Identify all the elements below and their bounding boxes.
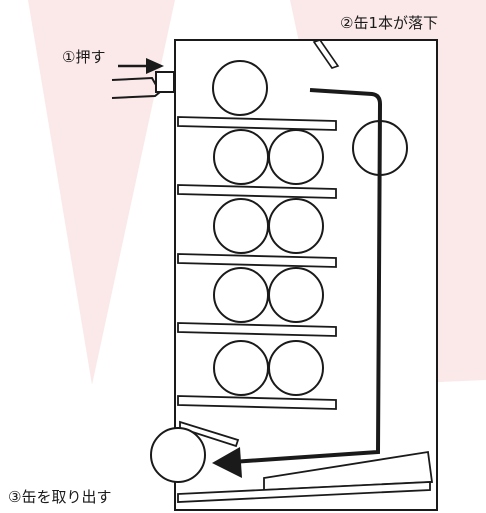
label-drop: ②缶1本が落下 [340, 14, 438, 32]
shelf-5 [177, 395, 337, 410]
can [268, 198, 324, 254]
can [213, 267, 269, 323]
shelves [177, 116, 337, 410]
drop-path-arrow [212, 88, 383, 478]
can [268, 129, 324, 185]
shelf-2 [177, 184, 337, 199]
can-stack [213, 129, 324, 396]
can [213, 340, 269, 396]
bottom-floor [177, 481, 431, 503]
can [268, 267, 324, 323]
bottom-ramp [263, 450, 434, 491]
can [213, 129, 269, 185]
can [213, 198, 269, 254]
shelf-3 [177, 253, 337, 268]
shelf-1 [177, 116, 337, 131]
can-takeout [150, 427, 206, 483]
top-flap [312, 39, 340, 69]
push-lever [111, 71, 175, 99]
push-arrow [118, 58, 164, 74]
label-take-out: ③缶を取り出す [8, 488, 112, 506]
label-push: ①押す [62, 48, 106, 66]
can [268, 340, 324, 396]
push-button [155, 71, 175, 93]
can-top [212, 60, 268, 116]
bottom-flap [179, 420, 240, 448]
lower-chute [177, 420, 434, 503]
shelf-4 [177, 322, 337, 337]
